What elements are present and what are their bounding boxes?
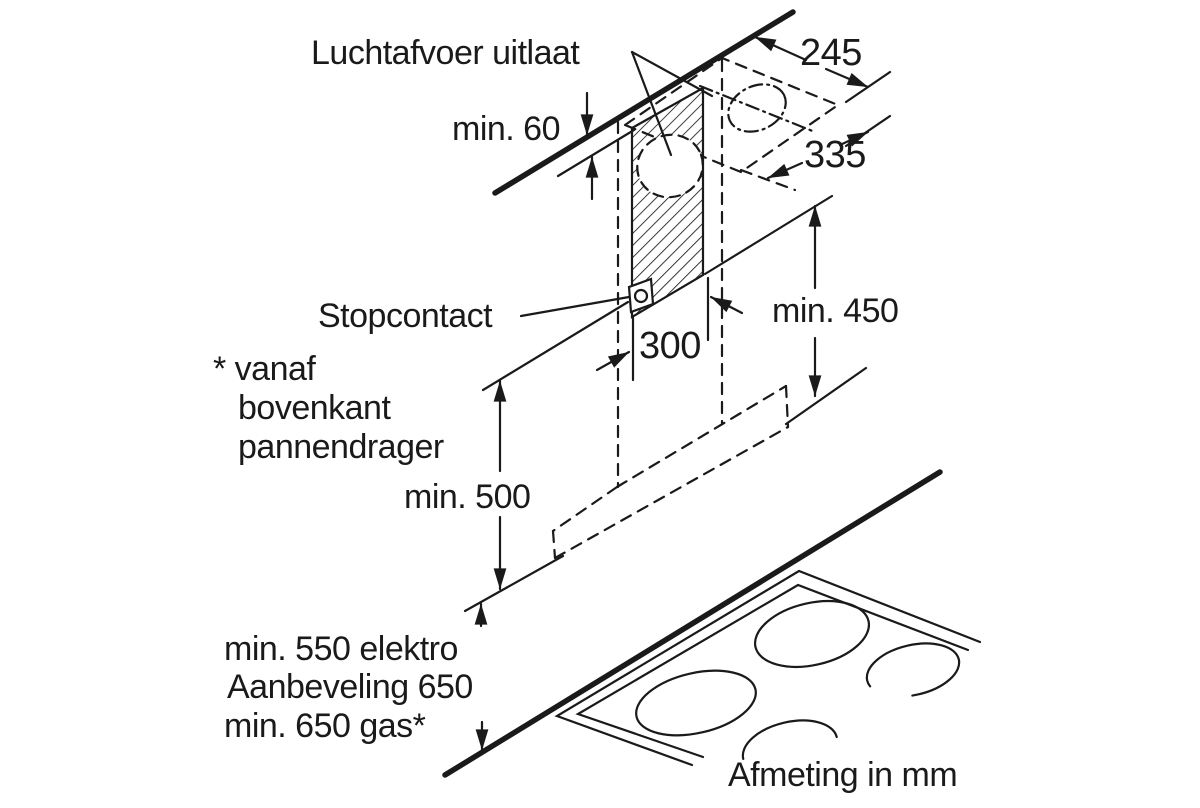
socket-label: Stopcontact (318, 297, 493, 335)
footnote-line-3: pannendrager (238, 428, 444, 466)
ceiling-outlet-axis (698, 84, 817, 134)
cooktop-inner-edge (575, 583, 970, 759)
min60-reference-line (556, 128, 636, 178)
min500-label: min. 500 (404, 478, 530, 516)
min500-upper-extension (481, 300, 630, 392)
dim-300-label: 300 (639, 325, 701, 367)
min500-lower-extension (463, 554, 565, 613)
clearance-block: min. 550 elektro Aanbeveling 650 min. 65… (224, 630, 473, 745)
cooktop (442, 469, 982, 778)
dim-245-label: 245 (800, 32, 862, 74)
chimney-duct (630, 86, 705, 319)
min450-lower-extension (784, 366, 868, 426)
clearance-line-1: min. 550 elektro (224, 630, 458, 668)
air-outlet-label: Luchtafvoer uitlaat (311, 34, 580, 72)
burner-bottom-partial (741, 719, 839, 777)
air-outlet-leader-2 (630, 50, 714, 98)
ceiling-cutout-extension (739, 168, 797, 192)
hood-outline (551, 384, 790, 560)
min450-label: min. 450 (772, 292, 898, 330)
clearance-line-2: Aanbeveling 650 (227, 668, 473, 706)
burner-right-partial (865, 642, 961, 698)
dimension-arrows (474, 35, 870, 752)
units-note: Afmeting in mm (728, 756, 957, 794)
rear-outlet-hole (636, 133, 704, 199)
clearance-line-3: min. 650 gas* (224, 707, 426, 745)
ceiling-outlet-circle (727, 83, 787, 133)
footnote-line-2: bovenkant (238, 389, 391, 427)
socket-symbol (627, 277, 655, 314)
cooktop-rear-edge (442, 469, 943, 778)
burner-top (753, 599, 871, 669)
socket-leader (519, 295, 631, 318)
cooktop-outer-edge (554, 569, 982, 767)
footnote-block: * vanaf bovenkant pannendrager (213, 350, 444, 466)
wall-line (492, 9, 796, 196)
dim-335-label: 335 (804, 134, 866, 176)
min60-label: min. 60 (452, 110, 560, 148)
footnote-line-1: * vanaf (213, 350, 316, 388)
duct-projection-lines (616, 58, 724, 489)
burner-left (635, 669, 757, 737)
air-outlet-leader-1 (630, 50, 673, 157)
min450-upper-extension (703, 194, 834, 276)
